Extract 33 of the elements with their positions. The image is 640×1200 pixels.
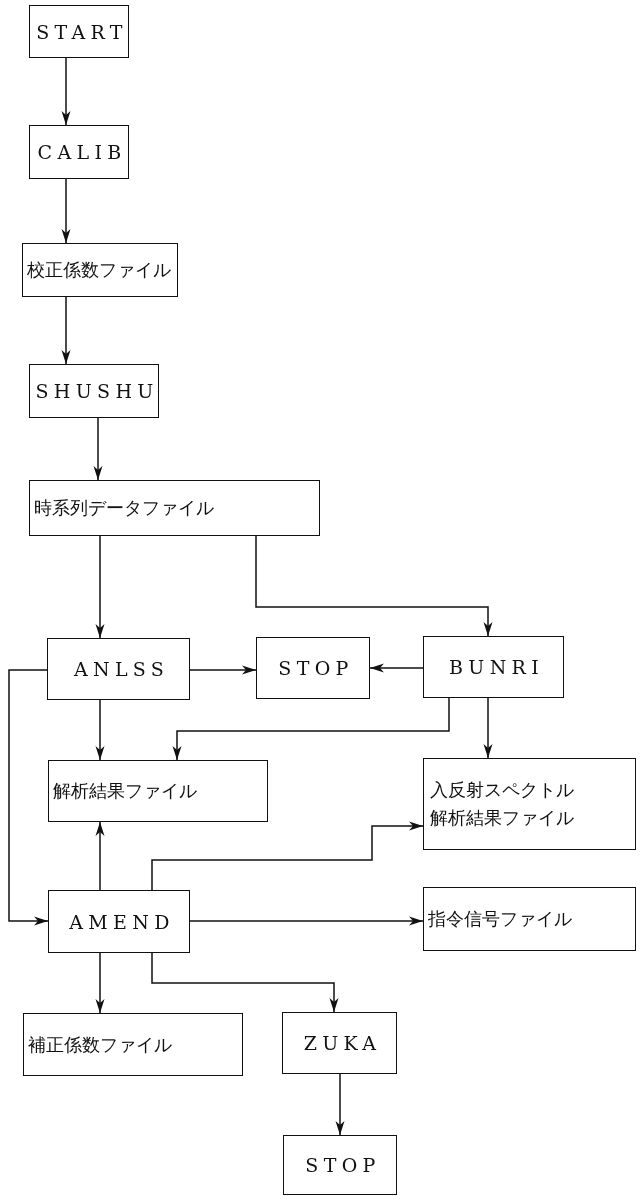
arrow xyxy=(335,1073,345,1136)
process-box: STOP xyxy=(256,637,370,699)
process-box: 指令信号ファイル xyxy=(423,887,636,951)
arrow xyxy=(483,697,493,759)
arrow xyxy=(95,821,105,891)
arrow xyxy=(189,665,257,675)
process-box: 補正係数ファイル xyxy=(23,1013,243,1076)
process-box: ZUKA xyxy=(282,1012,397,1074)
arrow xyxy=(61,178,71,244)
arrow xyxy=(8,669,49,926)
process-box: START xyxy=(29,5,129,58)
arrow xyxy=(61,296,71,365)
arrow xyxy=(189,916,424,926)
arrow xyxy=(369,663,424,673)
arrow xyxy=(93,417,103,481)
arrow xyxy=(61,57,71,126)
arrow xyxy=(95,952,105,1014)
arrow xyxy=(151,821,424,891)
process-box: CALIB xyxy=(29,125,129,179)
process-box: ANLSS xyxy=(47,638,190,700)
arrow xyxy=(172,697,450,761)
arrow xyxy=(151,952,339,1013)
process-box: 解析結果ファイル xyxy=(48,760,268,822)
process-box: BUNRI xyxy=(423,636,564,698)
process-box: 入反射スペクトル解析結果ファイル xyxy=(423,758,636,850)
process-box: SHUSHU xyxy=(29,364,159,418)
process-box: 校正係数ファイル xyxy=(22,243,178,297)
process-box: STOP xyxy=(283,1135,397,1195)
arrow xyxy=(95,699,105,761)
process-box: AMEND xyxy=(48,890,190,953)
arrow xyxy=(95,535,105,639)
arrow xyxy=(255,535,493,637)
process-box: 時系列データファイル xyxy=(29,480,320,536)
